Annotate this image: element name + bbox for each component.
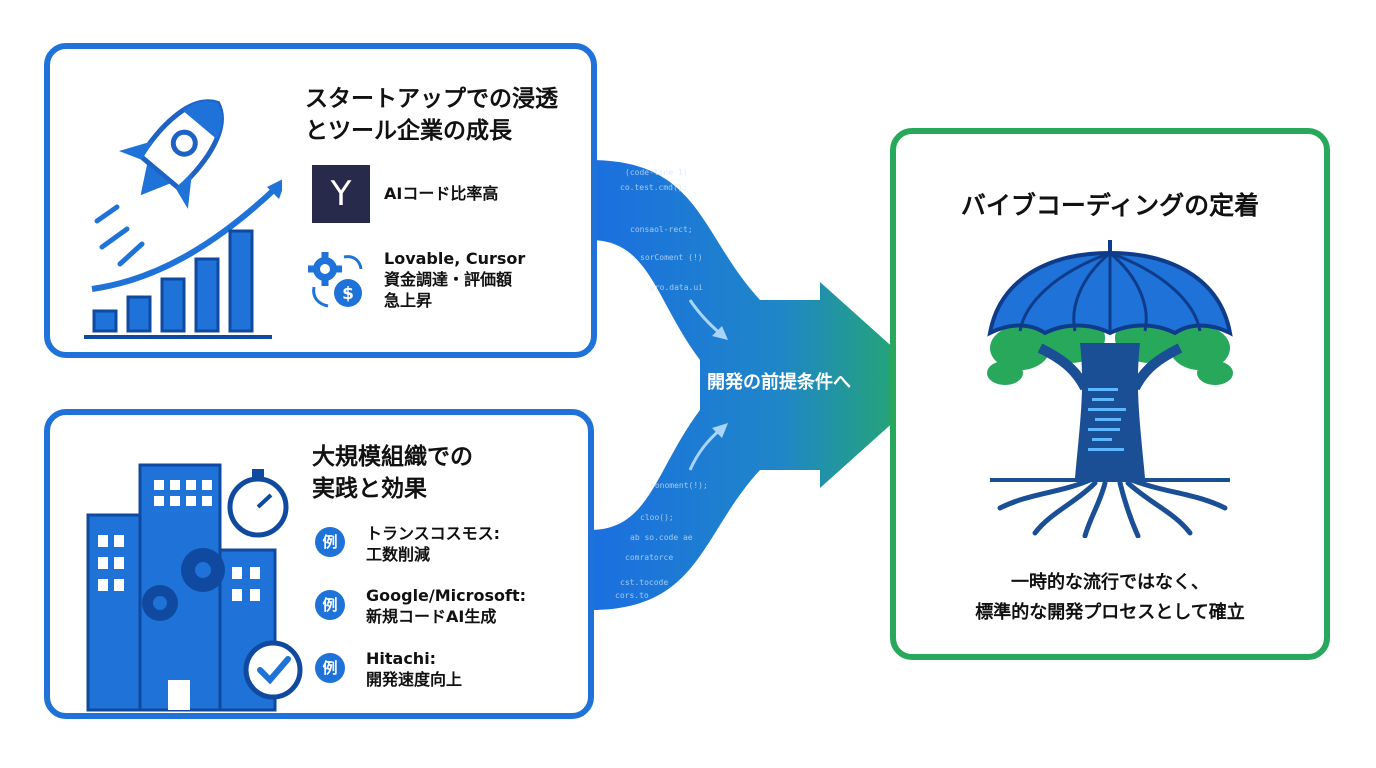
svg-text:$: $ [342, 284, 354, 304]
example-2-line1: Google/Microsoft: [366, 586, 527, 605]
example-badge: 例 [315, 653, 345, 683]
svg-text:ab so.code ae: ab so.code ae [630, 533, 693, 542]
gear-dollar-icon: $ [308, 252, 363, 308]
gears-icon [142, 548, 225, 621]
svg-text:comratorce: comratorce [625, 553, 673, 562]
example-badge: 例 [315, 527, 345, 557]
startup-title-line2: とツール企業の成長 [305, 118, 512, 144]
startup-title-line1: スタートアップでの浸透 [305, 86, 558, 112]
umbrella-canopy [987, 240, 1233, 337]
umbrella-tree-icon [987, 240, 1233, 538]
tools-line1: Lovable, Cursor [384, 249, 526, 268]
yc-label: AIコード比率高 [384, 184, 499, 203]
y-combinator-logo: Y [312, 165, 370, 223]
example-3-line1: Hitachi: [366, 649, 437, 668]
result-card: バイブコーディングの定着 [890, 128, 1330, 660]
svg-text:co.test.cmd();: co.test.cmd(); [620, 183, 687, 192]
enterprise-illustration [86, 463, 303, 712]
svg-text:(code-line 1): (code-line 1) [625, 168, 688, 177]
enterprise-title-line2: 実践と効果 [312, 476, 427, 502]
svg-text:cors.to: cors.to [615, 591, 649, 600]
tools-line3: 急上昇 [384, 291, 433, 310]
checkmark-icon [243, 640, 303, 700]
example-1-line2: 工数削減 [366, 545, 431, 564]
rocket-growth-illustration [84, 99, 282, 339]
result-subtitle-line2: 標準的な開発プロセスとして確立 [975, 602, 1245, 623]
example-1-line1: トランスコスモス: [366, 524, 501, 543]
tree-trunk [1037, 343, 1183, 478]
example-2-line2: 新規コードAI生成 [366, 607, 497, 626]
example-badge: 例 [315, 590, 345, 620]
svg-text:cst.tocode: cst.tocode [620, 578, 668, 587]
svg-text:sorComent (!): sorComent (!) [640, 253, 703, 262]
stopwatch-icon [227, 469, 289, 538]
example-3-line2: 開発速度向上 [366, 670, 463, 689]
enterprise-title-line1: 大規模組織での [312, 444, 473, 470]
rocket-icon [94, 99, 224, 267]
enterprise-card: 大規模組織での 実践と効果 例 トランスコスモス: 工数削減 例 Google/… [44, 409, 594, 719]
growth-chart-icon [84, 179, 282, 339]
result-title: バイブコーディングの定着 [960, 191, 1260, 220]
svg-text:pro.data.ui: pro.data.ui [650, 283, 703, 292]
flow-label: 開発の前提条件へ [707, 372, 851, 393]
result-subtitle: 一時的な流行ではなく、 標準的な開発プロセスとして確立 [896, 568, 1324, 628]
svg-text:consaol-rect;: consaol-rect; [630, 225, 693, 234]
startup-card: スタートアップでの浸透 とツール企業の成長 Y AIコード比率高 $ Lovab… [44, 43, 597, 358]
tools-line2: 資金調達・評価額 [384, 270, 513, 289]
svg-text:cloo();: cloo(); [640, 513, 674, 522]
result-subtitle-line1: 一時的な流行ではなく、 [1011, 572, 1209, 593]
tree-roots [997, 477, 1228, 538]
svg-text:ronoment(!);: ronoment(!); [650, 481, 708, 490]
